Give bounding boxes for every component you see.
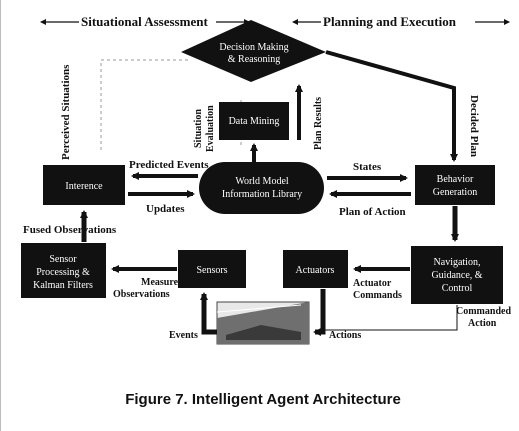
world-model-node: World Model Information Library [199, 162, 324, 214]
figure-caption: Figure 7. Intelligent Agent Architecture [125, 391, 401, 408]
sensor-processing-line-1: Sensor [49, 254, 77, 265]
events-label: Events [169, 330, 198, 341]
situation-evaluation-line-2: Evaluation [205, 105, 216, 152]
decided-plan-label: Decided Plan [468, 95, 480, 157]
states-label: States [353, 161, 382, 173]
actuator-commands-line-2: Commands [353, 290, 402, 301]
decision-making-node: Decision Making & Reasoning [181, 20, 326, 82]
header-planning-execution: Planning and Execution [292, 14, 510, 29]
header-situational-assessment-text: Situational Assessment [81, 14, 208, 29]
environment-image [216, 301, 310, 345]
data-mining-label: Data Mining [229, 116, 280, 127]
behavior-generation-node: Behavior Generation [415, 165, 495, 205]
sensor-processing-line-2: Processing & [36, 267, 90, 278]
ngc-line-3: Control [442, 283, 473, 294]
ngc-line-1: Navigation, [434, 257, 481, 268]
interence-label: Interence [65, 181, 103, 192]
actuator-commands-line-1: Actuator [353, 278, 392, 289]
plan-results-label: Plan Results [313, 97, 324, 150]
decision-line-1: Decision Making [219, 42, 288, 53]
actuators-node: Actuators [283, 250, 348, 288]
sensors-label: Sensors [196, 265, 227, 276]
actions-arrow [313, 289, 326, 336]
header-planning-execution-text: Planning and Execution [323, 14, 457, 29]
updates-label: Updates [146, 203, 185, 215]
decided-plan-arrow [325, 50, 458, 162]
measured-observations-line-1: Measured [141, 277, 184, 288]
actions-label: Actions [329, 330, 361, 341]
measured-observations-line-2: Observations [113, 289, 170, 300]
interence-node: Interence [43, 165, 125, 205]
behavior-line-1: Behavior [437, 174, 474, 185]
header-situational-assessment: Situational Assessment [40, 14, 250, 29]
sensor-processing-line-3: Kalman Filters [33, 280, 93, 291]
fused-observations-label: Fused Observations [23, 224, 117, 236]
behavior-line-2: Generation [433, 187, 477, 198]
ngc-line-2: Guidance, & [431, 270, 482, 281]
commanded-action-line-1: Commanded [456, 306, 511, 317]
perceived-situations-path [100, 59, 191, 150]
arrows [80, 50, 459, 336]
situation-evaluation-line-1: Situation [193, 109, 204, 148]
events-arrow [200, 292, 217, 335]
perceived-situations-label: Perceived Situations [60, 64, 72, 160]
commanded-action-line [316, 305, 458, 331]
predicted-events-label: Predicted Events [129, 159, 209, 171]
commanded-action-line-2: Action [468, 318, 497, 329]
sensors-node: Sensors [178, 250, 246, 288]
world-model-line-2: Information Library [222, 189, 302, 200]
data-mining-node: Data Mining [219, 102, 289, 140]
world-model-line-1: World Model [235, 176, 289, 187]
plan-of-action-label: Plan of Action [339, 206, 406, 218]
decision-line-2: & Reasoning [228, 54, 281, 65]
ngc-node: Navigation, Guidance, & Control [411, 246, 503, 304]
actuators-label: Actuators [296, 265, 335, 276]
sensor-processing-node: Sensor Processing & Kalman Filters [21, 243, 106, 298]
